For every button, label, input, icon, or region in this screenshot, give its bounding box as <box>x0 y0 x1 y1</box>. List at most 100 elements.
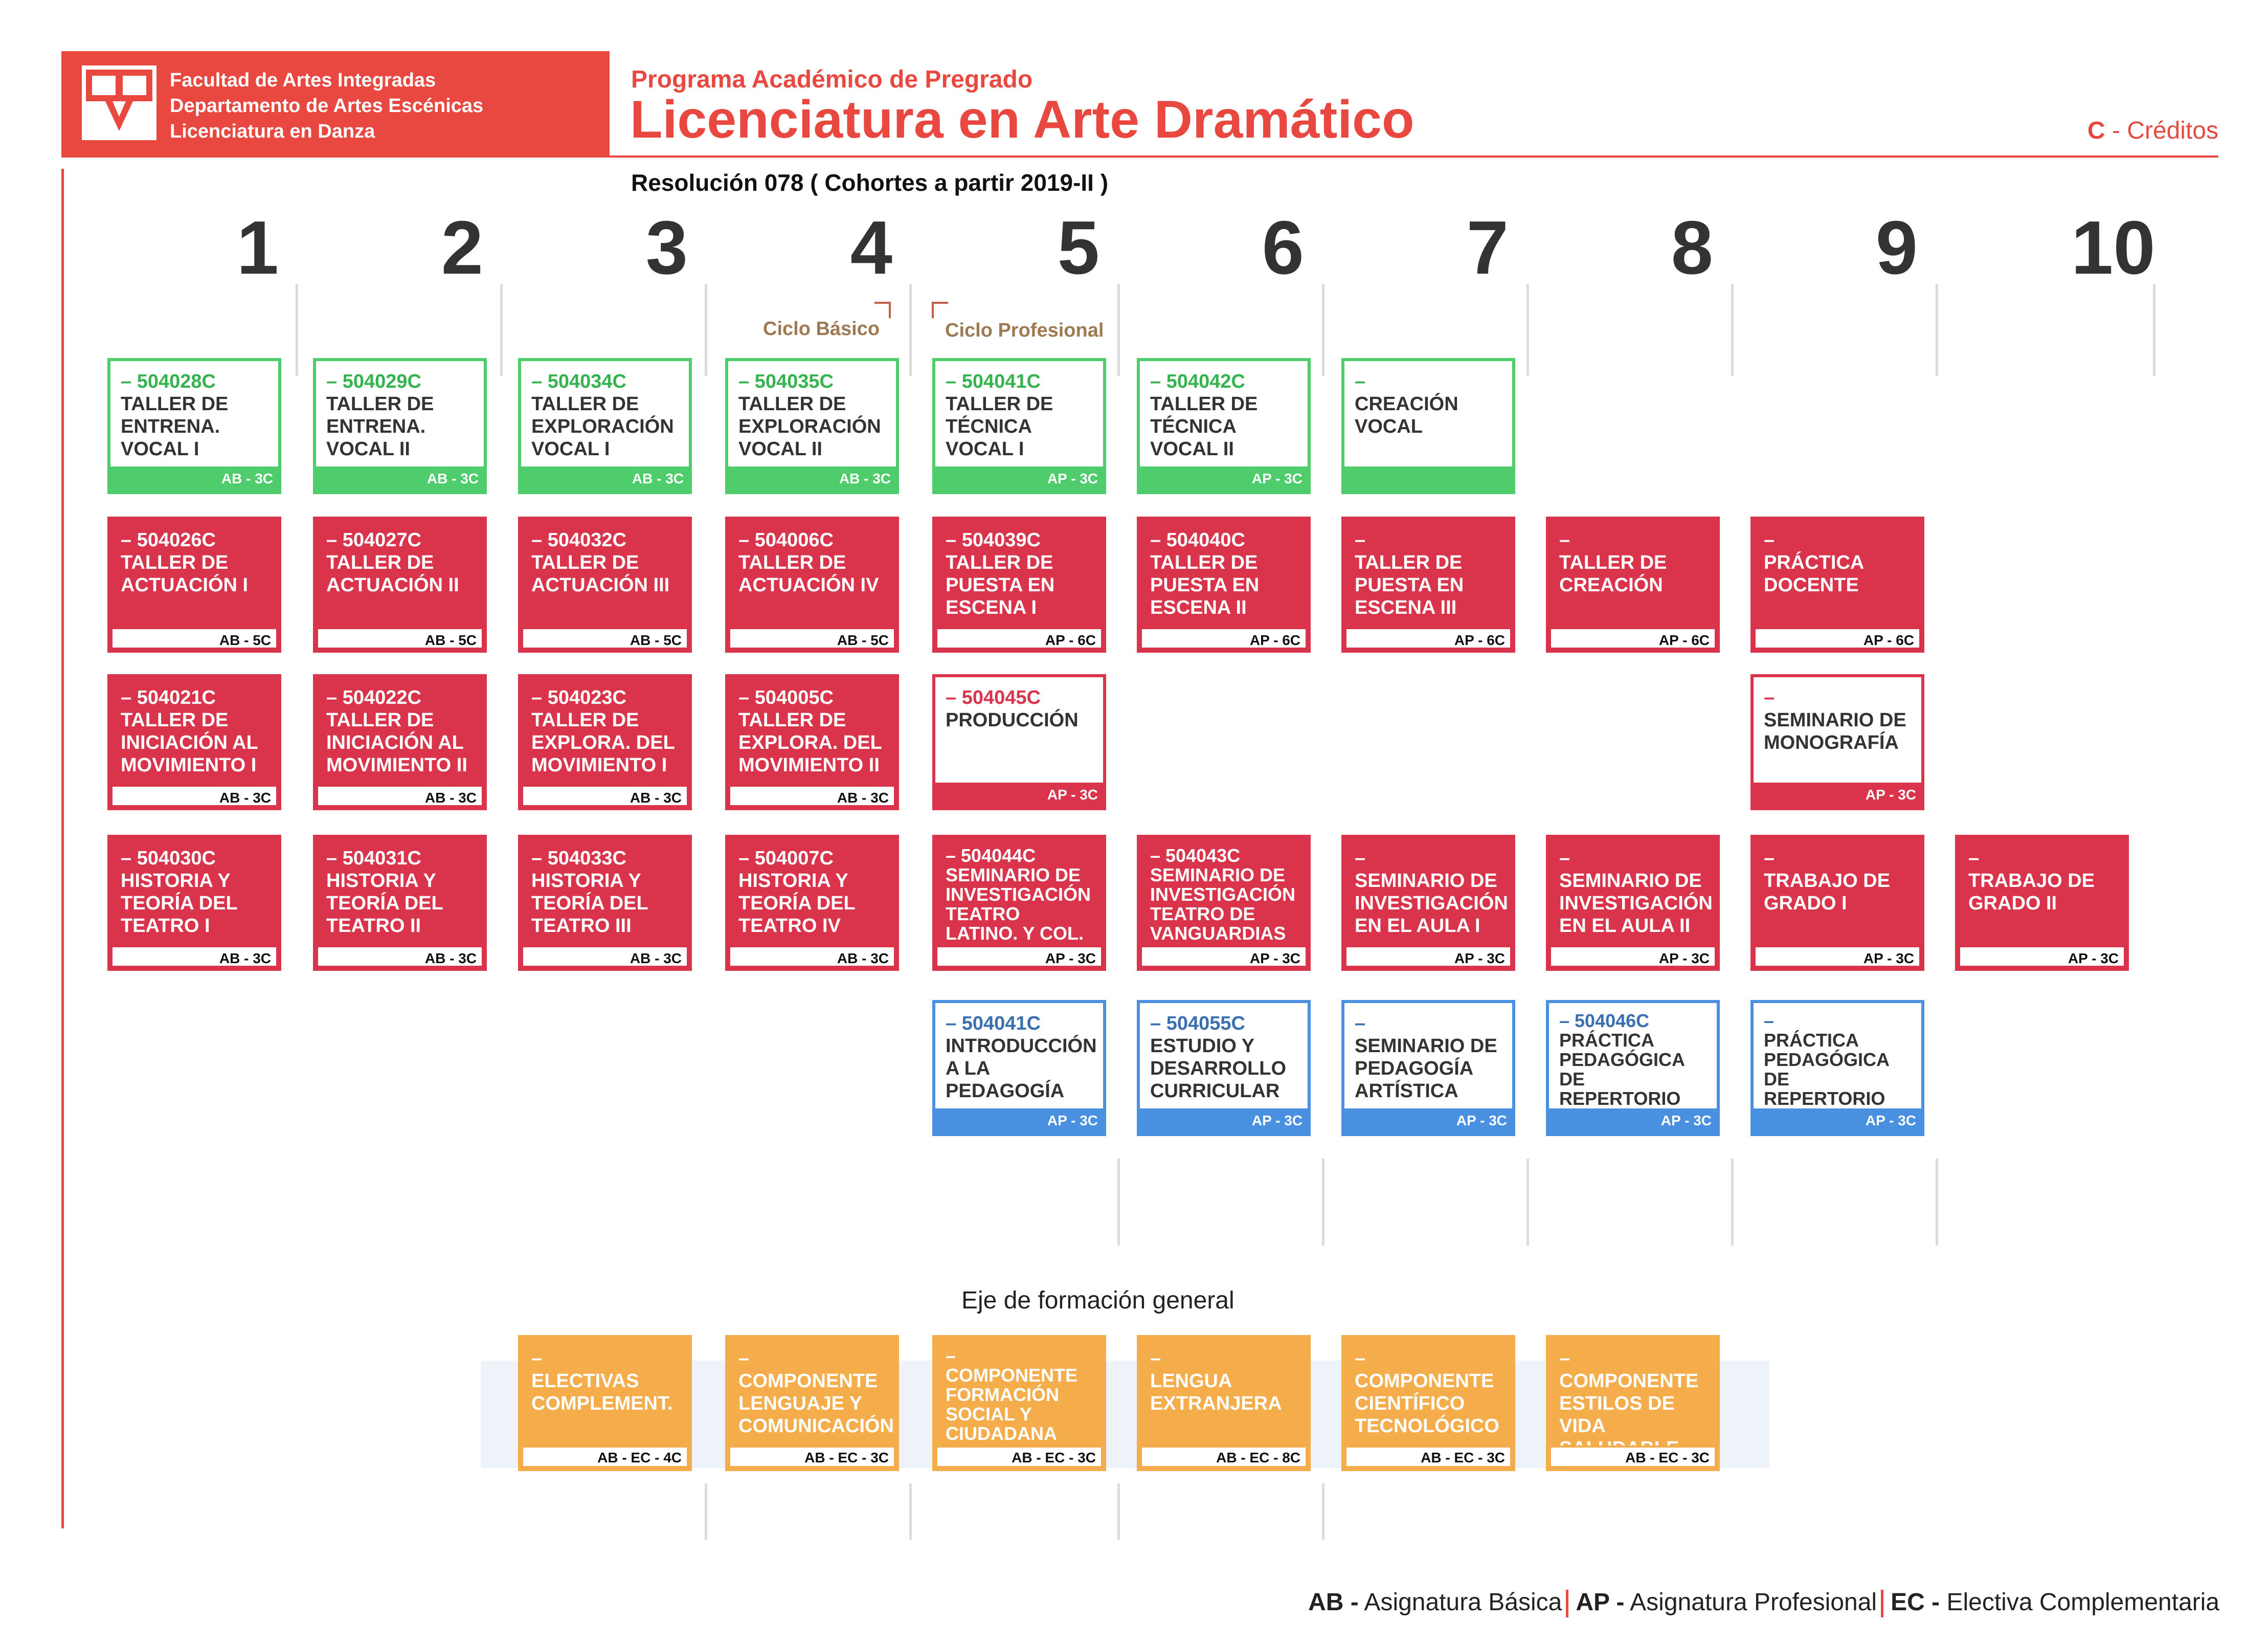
course-code: – <box>1764 687 1775 708</box>
general-axis-label: Eje de formación general <box>961 1287 1234 1314</box>
column-divider <box>500 284 503 376</box>
course-name: LENGUA EXTRANJERA <box>1150 1370 1282 1414</box>
header-rule <box>610 155 2218 158</box>
course-name: TALLER DE PUESTA EN ESCENA III <box>1355 552 1464 618</box>
column-divider <box>1322 284 1324 376</box>
course-code: – 504031C <box>326 848 421 869</box>
column-divider <box>1117 1159 1120 1246</box>
course-name: CREACIÓN VOCAL <box>1355 393 1458 437</box>
credits-footer: AP - 3C <box>1549 945 1717 968</box>
course-name: TALLER DE TÉCNICA VOCAL II <box>1150 393 1258 460</box>
credits-footer: AB - 3C <box>110 785 278 807</box>
credits-footer: AB - 3C <box>728 785 896 807</box>
course-card[interactable]: –COMPONENTE ESTILOS DE VIDA SALUDABLEAB … <box>1546 1335 1720 1471</box>
credits-footer: AP - 3C <box>1754 945 1921 968</box>
cycle-professional-bracket <box>932 302 948 318</box>
degree-name: Licenciatura en Danza <box>170 121 375 142</box>
semester-number: 10 <box>2071 206 2155 290</box>
semester-number: 1 <box>236 206 279 290</box>
course-name: TALLER DE EXPLORACIÓN VOCAL I <box>531 393 674 460</box>
course-card[interactable]: –COMPONENTE FORMACIÓN SOCIAL Y CIUDADANA… <box>932 1335 1106 1471</box>
course-card[interactable]: –SEMINARIO DE INVESTIGACIÓN EN EL AULA I… <box>1546 835 1720 971</box>
course-code: – <box>1355 848 1366 869</box>
legend-ec-key: EC - <box>1891 1589 1940 1616</box>
course-code: – 504035C <box>738 371 834 392</box>
course-name: HISTORIA Y TEORÍA DEL TEATRO III <box>531 870 648 937</box>
course-card[interactable]: –SEMINARIO DE INVESTIGACIÓN EN EL AULA I… <box>1341 835 1515 971</box>
credits-footer: AB - EC - 4C <box>521 1446 689 1468</box>
credits-footer: AP - 3C <box>935 466 1103 491</box>
course-name: TALLER DE ENTRENA. VOCAL I <box>121 393 229 460</box>
credits-footer: AB - EC - 3C <box>935 1446 1103 1468</box>
credits-footer: AP - 6C <box>935 627 1103 650</box>
cycle-basic-bracket <box>874 302 891 318</box>
cycle-professional-label: Ciclo Profesional <box>945 320 1104 341</box>
course-name: SEMINARIO DE PEDAGOGÍA ARTÍSTICA <box>1355 1035 1497 1102</box>
course-code: – <box>1355 1013 1366 1034</box>
legend-separator <box>1881 1590 1884 1618</box>
course-code: – 504007C <box>738 848 834 869</box>
course-name: PRODUCCIÓN <box>946 709 1079 731</box>
course-card[interactable]: –PRÁCTICA PEDAGÓGICA DE REPERTORIO EN EL… <box>1750 1000 1924 1136</box>
credits-footer: AP - 3C <box>1958 945 2126 968</box>
course-code: – 504046C <box>1559 1010 1650 1031</box>
course-text: –LENGUA EXTRANJERA <box>1150 1347 1301 1415</box>
credits-footer: AB - EC - 3C <box>728 1446 896 1468</box>
course-name: HISTORIA Y TEORÍA DEL TEATRO I <box>121 870 238 937</box>
course-code: – 504026C <box>121 529 216 551</box>
column-divider <box>2153 284 2155 376</box>
course-card[interactable]: –ELECTIVAS COMPLEMENT.AB - EC - 4C <box>518 1335 692 1471</box>
course-name: TALLER DE EXPLORA. DEL MOVIMIENTO II <box>738 709 882 776</box>
course-name: TALLER DE EXPLORA. DEL MOVIMIENTO I <box>531 709 675 776</box>
credits-footer: AB - 3C <box>521 945 689 968</box>
course-card[interactable]: –CREACIÓN VOCAL <box>1341 358 1515 494</box>
credits-footer: AB - 5C <box>110 627 278 650</box>
credits-footer: AP - 6C <box>1754 627 1921 650</box>
credits-key: C - Créditos <box>2087 117 2218 145</box>
course-name: TALLER DE ACTUACIÓN II <box>326 552 459 596</box>
